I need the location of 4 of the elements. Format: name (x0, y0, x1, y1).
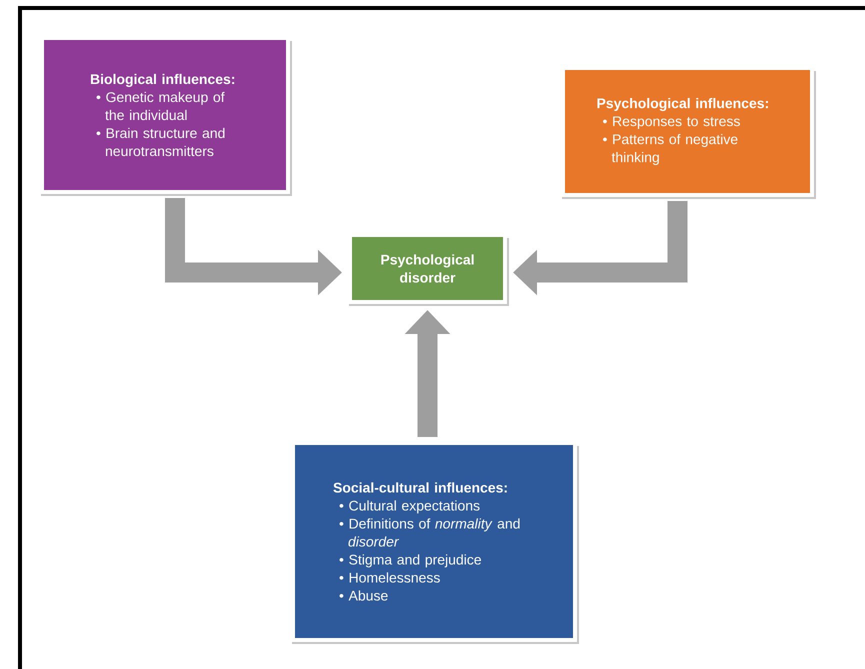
process-box: Social-cultural influences: • Cultural expectations • Definitions of normality and disorder • Stigma and prejudice • Homelessness • Abuse (291, 440, 579, 644)
process-box: Psychological influences: • Responses to stress • Patterns of negative thinking (561, 66, 816, 199)
process-box: Psychological disorder (348, 233, 509, 306)
process-box: Biological influences: • Genetic makeup of the individual • Brain structure and neurotransmitters (40, 36, 292, 196)
